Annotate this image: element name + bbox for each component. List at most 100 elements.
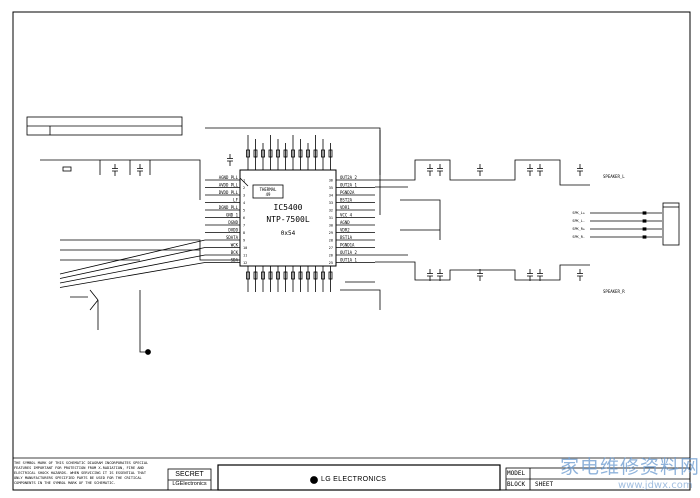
pin-number: 32 [329,209,333,213]
pin-number: 1 [243,179,245,183]
pin-name: AGND [340,220,350,225]
title-block [13,457,691,491]
pin-number: 3 [243,194,245,198]
ic-ref: IC5400 [274,203,303,212]
capacitor-symbol [527,269,533,281]
pin-number: 11 [243,254,247,258]
wire [100,159,201,200]
signal-wire [59,247,206,279]
model-label: MODEL [507,470,526,477]
pin-number: 33 [329,201,333,205]
pin-name: DVDD PLL [219,190,239,195]
ic-part: NTP-7500L [266,215,310,224]
capacitor-symbol [537,164,543,176]
capacitor-symbol [112,164,118,176]
watermark-cn: 家电维修资料网 [560,456,700,478]
top-pin-component [328,149,333,158]
bottom-pin-component [253,271,258,280]
top-pin-component [261,149,265,158]
capacitor-symbol [477,269,483,281]
lg-electronics-small: LGElectronics [172,481,207,487]
pin-name: BST2A [340,198,353,203]
bottom-pin-component [291,271,295,280]
top-pin-component [268,149,273,158]
bottom-pin-component [246,271,250,280]
top-pin-component [291,149,295,158]
pin-name: SDATA [226,235,239,240]
top-pin-component [283,149,288,158]
pin-name: BST1A [340,235,353,240]
watermark-url: www.jdwx.com [618,480,693,491]
pin-name: DGND PLL [219,205,239,210]
notice-text: THE SYMBOL MARK OF THIS SCHEMATIC DIAGRA… [14,461,149,485]
top-pin-component [306,149,310,158]
signal-wire [59,254,206,284]
pin-name: OUT1A 2 [340,250,357,255]
top-pin-component [321,149,325,158]
connector-pin-marker [642,227,647,231]
capacitor-symbol [427,269,433,281]
top-pin-component [253,149,258,158]
pin-name: VDR1 [340,205,350,210]
pin-name: GND 1 [226,213,239,218]
thermal-pin: 49 [266,192,271,197]
speaker-connector [662,202,680,246]
sheet-label: SHEET [535,481,554,488]
pin-number: 12 [243,261,247,265]
pin-number: 29 [329,231,333,235]
pin-number: 25 [329,261,333,265]
pin-number: 9 [243,239,245,243]
capacitor-symbol [537,269,543,281]
top-pin-component [246,149,250,158]
pin-number: 30 [329,224,333,228]
capacitor-symbol [427,164,433,176]
connector-pin-label: SPK_R- [572,235,585,239]
bottom-pin-component [321,271,325,280]
wire [70,289,150,353]
bottom-pin-component [276,271,280,280]
bottom-pin-component [306,271,310,280]
ic-top-bottom-pins [246,135,333,292]
pin-number: 27 [329,246,333,250]
capacitor-symbol [577,269,583,281]
pin-number: 4 [243,201,245,205]
signal-wire [59,239,206,275]
wire [375,261,590,281]
capacitor-symbol [527,164,533,176]
speaker-r-label: SPEAKER_R [603,289,625,294]
pin-name: OUT2A 2 [340,175,357,180]
pin-number: 28 [329,239,333,243]
test-point [145,349,151,355]
connector-pin-marker [642,219,647,223]
pin-name: VDR2 [340,228,350,233]
top-pin-component [313,149,318,158]
pin-name: BCK [231,250,239,255]
connector-pins: SPK_L+SPK_L-SPK_R+SPK_R- [572,211,647,239]
capacitor-symbol [577,164,583,176]
bottom-pin-component [261,271,265,280]
pin-number: 10 [243,246,247,250]
ic-address: 0x54 [281,230,296,237]
secret-label: SECRET [175,471,204,478]
lg-electronics-logo-text: LG ELECTRONICS [321,476,387,483]
pin-number: 2 [243,186,245,190]
pin-number: 34 [329,194,333,198]
wire [205,127,381,175]
wire [400,199,441,240]
connector-pin-label: SPK_L+ [572,211,585,215]
bottom-pin-component [313,271,318,280]
capacitor-symbol [477,164,483,176]
ic-nt7500l: THERMAL 49 IC5400 NTP-7500L 0x54 [239,169,337,267]
revision-box [26,116,183,136]
pin-name: VCC 4 [340,213,353,218]
pin-name: PGND2A [340,190,355,195]
connector-pin-marker [642,235,647,239]
capacitor-symbol [437,164,443,176]
bottom-pin-component [298,271,303,280]
connector-pin-label: SPK_L- [572,219,585,223]
pin-name: DGND [228,220,238,225]
block-label: BLOCK [507,481,526,488]
